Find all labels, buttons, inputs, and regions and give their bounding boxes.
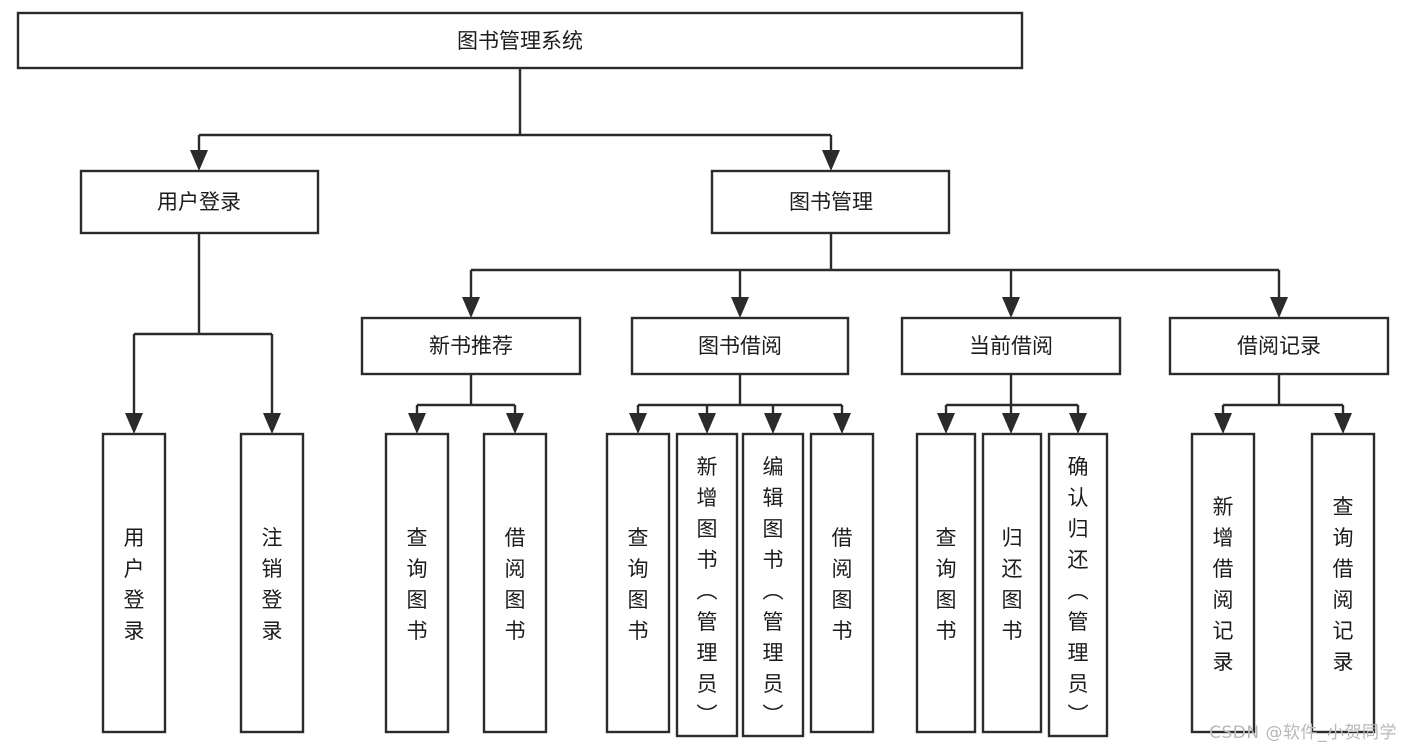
node-new-book-rec-label: 新书推荐 [429, 334, 513, 358]
node-leaf-edit-book-admin-label: 编辑图书︵管理员︶ [763, 455, 784, 727]
edge-book-manage-trunk [469, 233, 1281, 299]
node-leaf-query-record-box[interactable] [1310, 432, 1376, 734]
node-leaf-rec-query-book-label: 查询图书 [407, 526, 428, 643]
arrowhead-leaf-logout [263, 413, 281, 434]
node-borrow-record-label: 借阅记录 [1237, 334, 1321, 358]
node-leaf-user-login[interactable]: 用户登录 [101, 432, 167, 734]
node-book-borrow-label: 图书借阅 [698, 334, 782, 358]
node-leaf-query-record[interactable]: 查询借阅记录 [1310, 432, 1376, 734]
node-leaf-borrow-book-label: 借阅图书 [832, 526, 853, 643]
leaf-node-layer: 用户登录 注销登录 查询图书 借阅图书 查询图书 新增图书︵管理员︶ 编辑图书︵管理员︶ 借阅… [101, 432, 1376, 738]
connector-layer [125, 68, 1352, 434]
node-leaf-add-record[interactable]: 新增借阅记录 [1190, 432, 1256, 734]
arrowhead-leaf-confirm-return-admin [1069, 413, 1087, 434]
node-leaf-borrow-book-box[interactable] [809, 432, 875, 734]
node-current-borrow[interactable]: 当前借阅 [900, 316, 1122, 376]
node-leaf-rec-query-book-box[interactable] [384, 432, 450, 734]
edge-borrow-record-trunk [1221, 374, 1345, 415]
node-root[interactable]: 图书管理系统 [16, 11, 1024, 70]
node-user-login-label: 用户登录 [157, 190, 241, 214]
arrowhead-leaf-add-record [1214, 413, 1232, 434]
node-root-box[interactable] [16, 11, 1024, 70]
node-leaf-user-login-label: 用户登录 [124, 526, 145, 643]
arrowhead-leaf-rec-borrow-book [506, 413, 524, 434]
arrowhead-leaf-return-book [1002, 413, 1020, 434]
node-leaf-edit-book-admin[interactable]: 编辑图书︵管理员︶ [741, 432, 805, 738]
arrowhead-leaf-edit-book-admin [764, 413, 782, 434]
node-leaf-borrow-query-book-box[interactable] [605, 432, 671, 734]
arrowhead-leaf-add-book-admin [698, 413, 716, 434]
arrowhead-book-manage [822, 150, 840, 171]
node-leaf-user-login-box[interactable] [101, 432, 167, 734]
node-leaf-confirm-return-admin-label: 确认归还︵管理员︶ [1068, 455, 1089, 727]
node-current-borrow-box[interactable] [900, 316, 1122, 376]
arrowhead-book-borrow [731, 297, 749, 318]
node-borrow-record[interactable]: 借阅记录 [1168, 316, 1390, 376]
node-user-login[interactable]: 用户登录 [79, 169, 320, 235]
edge-book-borrow-trunk [636, 374, 844, 415]
edge-root-trunk [197, 68, 833, 152]
node-leaf-rec-query-book[interactable]: 查询图书 [384, 432, 450, 734]
node-new-book-rec[interactable]: 新书推荐 [360, 316, 582, 376]
node-leaf-cur-query-book[interactable]: 查询图书 [915, 432, 977, 734]
node-user-login-box[interactable] [79, 169, 320, 235]
arrowhead-new-book-rec [462, 297, 480, 318]
arrowhead-leaf-user-login [125, 413, 143, 434]
node-current-borrow-label: 当前借阅 [969, 334, 1053, 358]
node-leaf-add-record-box[interactable] [1190, 432, 1256, 734]
node-leaf-add-book-admin-label: 新增图书︵管理员︶ [697, 455, 718, 727]
node-leaf-logout-label: 注销登录 [262, 526, 283, 643]
node-book-borrow-box[interactable] [630, 316, 850, 376]
arrowhead-current-borrow [1002, 297, 1020, 318]
node-leaf-rec-borrow-book-box[interactable] [482, 432, 548, 734]
node-new-book-rec-box[interactable] [360, 316, 582, 376]
node-leaf-edit-book-admin-box[interactable] [741, 432, 805, 738]
arrowhead-leaf-rec-query-book [408, 413, 426, 434]
node-leaf-rec-borrow-book[interactable]: 借阅图书 [482, 432, 548, 734]
node-leaf-logout[interactable]: 注销登录 [239, 432, 305, 734]
node-book-borrow[interactable]: 图书借阅 [630, 316, 850, 376]
node-leaf-add-record-label: 新增借阅记录 [1213, 495, 1234, 674]
arrowhead-leaf-borrow-book [833, 413, 851, 434]
node-leaf-confirm-return-admin[interactable]: 确认归还︵管理员︶ [1047, 432, 1109, 738]
arrowhead-borrow-record [1270, 297, 1288, 318]
arrowhead-leaf-cur-query-book [937, 413, 955, 434]
arrowhead-user-login [190, 150, 208, 171]
node-leaf-logout-box[interactable] [239, 432, 305, 734]
node-leaf-return-book-label: 归还图书 [1002, 526, 1023, 643]
node-leaf-cur-query-book-box[interactable] [915, 432, 977, 734]
node-leaf-rec-borrow-book-label: 借阅图书 [505, 526, 526, 643]
node-borrow-record-box[interactable] [1168, 316, 1390, 376]
node-book-manage-box[interactable] [710, 169, 951, 235]
node-root-label: 图书管理系统 [457, 29, 583, 53]
node-leaf-confirm-return-admin-box[interactable] [1047, 432, 1109, 738]
node-leaf-borrow-query-book[interactable]: 查询图书 [605, 432, 671, 734]
arrowhead-leaf-query-record [1334, 413, 1352, 434]
node-leaf-add-book-admin[interactable]: 新增图书︵管理员︶ [675, 432, 739, 738]
node-book-manage[interactable]: 图书管理 [710, 169, 951, 235]
node-leaf-return-book[interactable]: 归还图书 [981, 432, 1043, 734]
node-book-manage-label: 图书管理 [789, 190, 873, 214]
node-leaf-cur-query-book-label: 查询图书 [936, 526, 957, 643]
node-leaf-return-book-box[interactable] [981, 432, 1043, 734]
node-leaf-borrow-query-book-label: 查询图书 [628, 526, 649, 643]
node-leaf-add-book-admin-box[interactable] [675, 432, 739, 738]
node-leaf-borrow-book[interactable]: 借阅图书 [809, 432, 875, 734]
arrowhead-leaf-borrow-query-book [629, 413, 647, 434]
edge-new-book-rec-trunk [415, 374, 517, 415]
edge-user-login-trunk [132, 233, 274, 415]
node-leaf-query-record-label: 查询借阅记录 [1333, 495, 1354, 674]
edge-current-borrow-trunk [944, 374, 1080, 415]
